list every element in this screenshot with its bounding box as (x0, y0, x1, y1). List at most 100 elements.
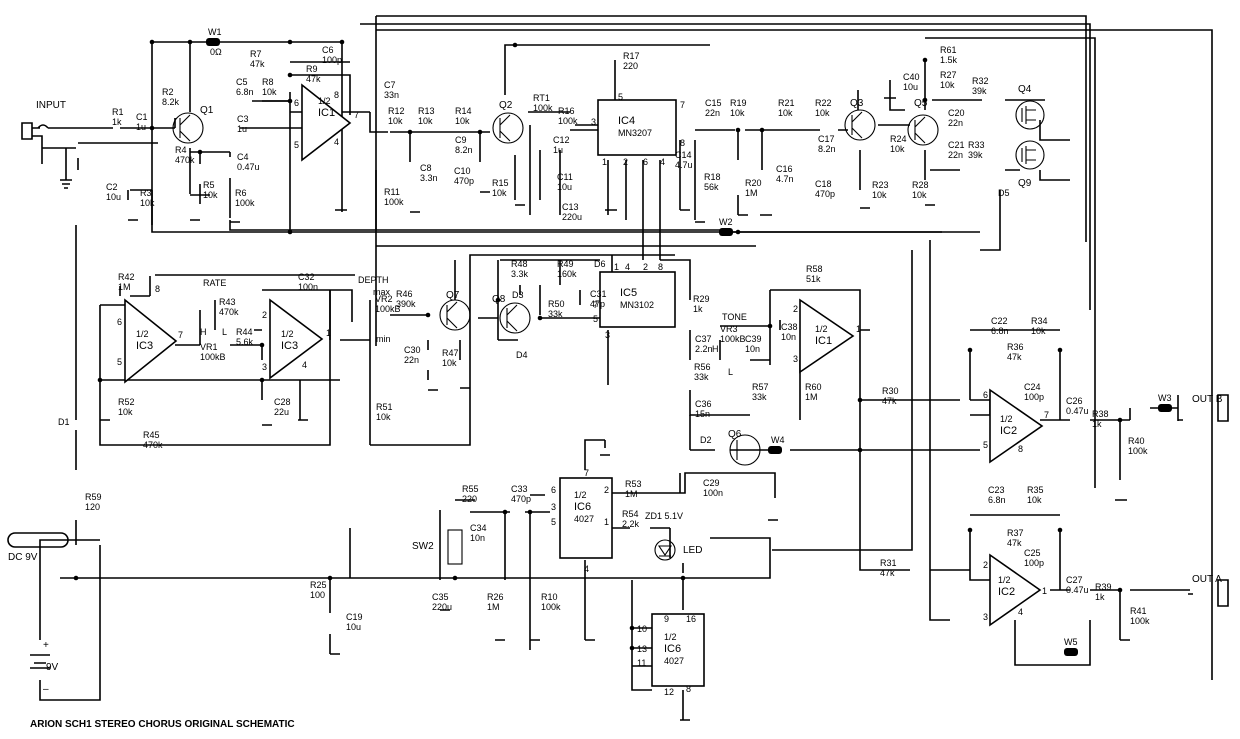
q9-symbol (1015, 140, 1045, 170)
ic2a-pin-5: 5 (983, 440, 988, 450)
ic5-pin-3: 3 (605, 330, 610, 340)
component-ref-r47: R47 (442, 348, 459, 358)
component-ref-c4: C4 (237, 152, 249, 162)
diode-1: D2 (700, 435, 712, 445)
component-value-c28: 22u (274, 407, 289, 417)
component-value-c6: 100p (322, 55, 342, 65)
component-ref-r13: R13 (418, 106, 435, 116)
battery-minus-label: – (43, 684, 49, 695)
component-value-c27: 0.47u (1066, 585, 1089, 595)
diode-3: D4 (516, 350, 528, 360)
sw2-label: SW2 (412, 541, 434, 552)
component-value-r28: 10k (912, 190, 927, 200)
ic3a-pin-7: 7 (178, 330, 183, 340)
ic4-pin-4: 4 (660, 157, 665, 167)
component-ref-r34: R34 (1031, 316, 1048, 326)
component-value-r53: 1M (625, 489, 638, 499)
component-ref-c25: C25 (1024, 548, 1041, 558)
component-ref-c18: C18 (815, 179, 832, 189)
component-ref-r59: R59 (85, 492, 102, 502)
component-ref-c37: C37 (695, 334, 712, 344)
ic1a-pin-6: 6 (294, 98, 299, 108)
component-value-r20: 1M (745, 188, 758, 198)
ic3a-pin-5: 5 (117, 357, 122, 367)
ic1a-symbol (301, 83, 352, 162)
component-value-r16: 100k (558, 116, 578, 126)
battery-plus-label: + (43, 640, 49, 651)
ic6b-pin-13: 13 (637, 644, 647, 654)
component-value-r50: 33k (548, 309, 563, 319)
component-ref-c11: C11 (557, 172, 573, 182)
component-ref-r55: R55 (462, 484, 479, 494)
ic4-label-0: IC4 (618, 115, 635, 127)
component-ref-c34: C34 (470, 523, 487, 533)
ic5-pin-8: 8 (658, 262, 663, 272)
component-ref-r11: R11 (384, 187, 400, 197)
ic6b-pin-12: 12 (664, 687, 674, 697)
component-ref-r28: R28 (912, 180, 929, 190)
ic1a-pin-8: 8 (334, 90, 339, 100)
component-ref-c1: C1 (136, 112, 148, 122)
component-ref-r30: R30 (882, 386, 899, 396)
ic4-symbol (597, 99, 677, 156)
ic4-pin-7: 7 (680, 100, 685, 110)
component-ref-c24: C24 (1024, 382, 1041, 392)
ic5-pin-1: 1 (614, 262, 619, 272)
component-ref-r41: R41 (1130, 606, 1147, 616)
transistor-q7: Q7 (446, 290, 460, 301)
tone-label: TONE (722, 312, 747, 322)
diode-0: D1 (58, 417, 70, 427)
component-ref-r31: R31 (880, 558, 897, 568)
component-value-r33: 39k (968, 150, 983, 160)
component-value-r13: 10k (418, 116, 433, 126)
ic6b-label-1: IC6 (664, 643, 681, 655)
ic2b-pin-1: 1 (1042, 586, 1047, 596)
component-value-r37: 47k (1007, 538, 1022, 548)
component-ref-r48: R48 (511, 259, 528, 269)
component-value-r49: 160k (557, 269, 577, 279)
component-ref-rt1: RT1 (533, 93, 550, 103)
component-value-c33: 470p (511, 494, 531, 504)
ic6b-pin-10: 10 (637, 624, 647, 634)
transistor-q1: Q1 (200, 105, 214, 116)
component-ref-c16: C16 (776, 164, 793, 174)
ic2b-pin-3: 3 (983, 612, 988, 622)
component-ref-r50: R50 (548, 299, 565, 309)
component-value-c20: 22n (948, 118, 963, 128)
component-value-r3: 10k (140, 198, 155, 208)
ic3a-pin-6: 6 (117, 317, 122, 327)
component-ref-vr3: VR3 (720, 324, 738, 334)
ic4-pin-8: 8 (680, 138, 685, 148)
ic2a-symbol (989, 388, 1044, 464)
ic4-pin-6: 6 (643, 157, 648, 167)
component-value-r18: 56k (704, 182, 719, 192)
component-value-r7: 47k (250, 59, 265, 69)
component-value-r21: 10k (778, 108, 793, 118)
component-ref-c29: C29 (703, 478, 720, 488)
ic3a-label-1: IC3 (136, 340, 153, 352)
component-ref-c12: C12 (553, 135, 570, 145)
component-value-r40: 100k (1128, 446, 1148, 456)
component-value-c2: 10u (106, 192, 121, 202)
ic6a-label-1: IC6 (574, 501, 591, 513)
ic1a-label-0: 1/2 (318, 96, 331, 106)
component-ref-c20: C20 (948, 108, 965, 118)
component-ref-r35: R35 (1027, 485, 1044, 495)
w1-link (206, 38, 220, 46)
component-value-c29: 100n (703, 488, 723, 498)
q5-symbol (907, 114, 939, 146)
component-value-r42: 1M (118, 282, 131, 292)
component-ref-r16: R16 (558, 106, 575, 116)
component-value-c40: 10u (903, 82, 918, 92)
component-ref-c39: C39 (745, 334, 762, 344)
transistor-q5: Q5 (914, 98, 928, 109)
ic6a-label-2: 4027 (574, 514, 594, 524)
component-value-r56: 33k (694, 372, 709, 382)
tone-l-label: L (728, 367, 733, 377)
component-ref-c22: C22 (991, 316, 1008, 326)
transistor-q3: Q3 (850, 98, 864, 109)
component-value-r41: 100k (1130, 616, 1150, 626)
ic2a-label-1: IC2 (1000, 425, 1017, 437)
q1-symbol (172, 112, 204, 144)
component-ref-r26: R26 (487, 592, 504, 602)
